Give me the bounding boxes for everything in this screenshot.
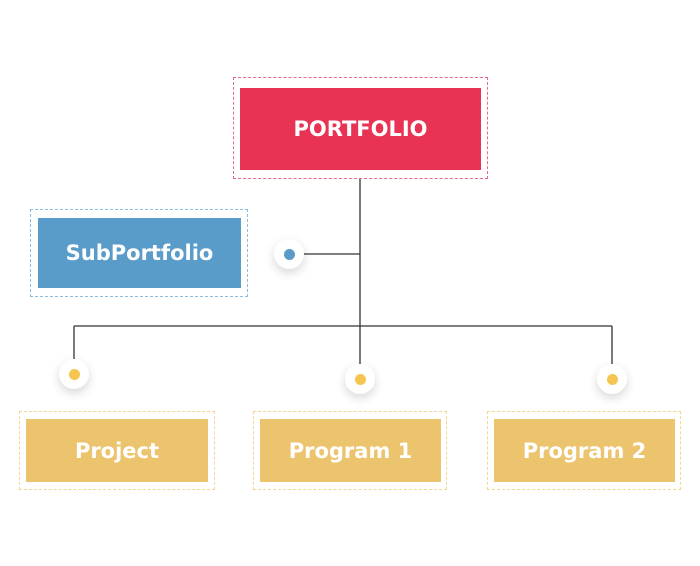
program2-frame — [487, 411, 681, 490]
project-node[interactable]: Project — [26, 419, 208, 482]
project-connector-dot-core — [68, 368, 80, 380]
program2-connector-dot — [597, 364, 627, 394]
program1-node[interactable]: Program 1 — [260, 419, 441, 482]
subportfolio-connector-dot-core — [283, 248, 295, 260]
portfolio-node[interactable]: PORTFOLIO — [240, 88, 481, 170]
subportfolio-label: SubPortfolio — [65, 241, 214, 265]
portfolio-label: PORTFOLIO — [293, 117, 428, 141]
program1-label: Program 1 — [288, 438, 413, 463]
program1-connector-dot-core — [354, 373, 366, 385]
project-connector-dot — [59, 359, 89, 389]
project-frame — [19, 411, 215, 490]
program2-node[interactable]: Program 2 — [494, 419, 675, 482]
subportfolio-connector-dot — [274, 239, 304, 269]
portfolio-frame — [233, 77, 488, 179]
project-label: Project — [74, 438, 160, 463]
program1-frame — [253, 411, 447, 490]
subportfolio-node[interactable]: SubPortfolio — [38, 218, 241, 288]
program2-label: Program 2 — [522, 438, 647, 463]
subportfolio-frame — [30, 209, 248, 297]
program2-connector-dot-core — [606, 373, 618, 385]
program1-connector-dot — [345, 364, 375, 394]
